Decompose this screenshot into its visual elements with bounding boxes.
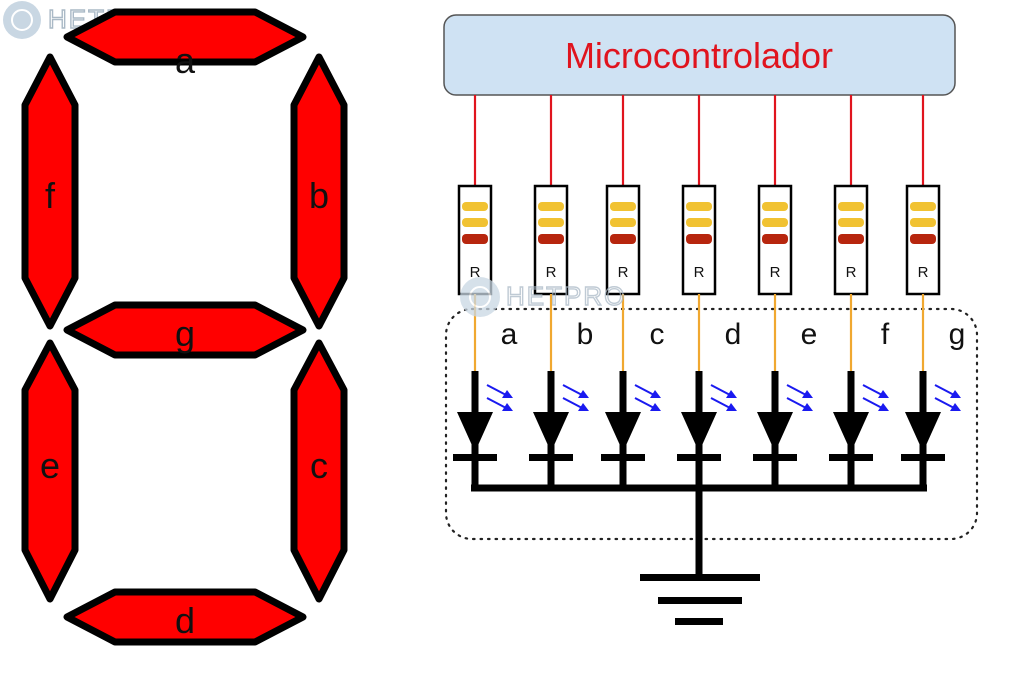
resistor-band	[910, 234, 936, 244]
resistor-band	[686, 218, 712, 227]
segment-label: a	[175, 40, 196, 81]
segment-g: g	[63, 301, 307, 359]
led-diode-icon	[753, 371, 797, 490]
resistor: R	[533, 184, 569, 296]
gear-logo-icon	[3, 1, 41, 39]
light-emission-arrows-icon	[786, 384, 813, 411]
resistor: R	[833, 184, 869, 296]
segment-label: b	[309, 175, 329, 216]
pin-label: e	[801, 318, 818, 351]
light-emission-arrows-icon	[862, 384, 889, 411]
channel-f: Rf	[829, 95, 890, 490]
resistor-label: R	[846, 264, 857, 281]
pin-label: g	[949, 318, 966, 351]
resistor-label: R	[470, 264, 481, 281]
resistor-band	[838, 202, 864, 211]
resistor-band	[538, 218, 564, 227]
resistor-band	[762, 202, 788, 211]
led-diode-icon	[453, 371, 497, 490]
resistor: R	[757, 184, 793, 296]
led-diode-icon	[901, 371, 945, 490]
light-emission-arrows-icon	[486, 384, 513, 411]
led-diode-icon	[677, 371, 721, 490]
segment-b: b	[290, 53, 348, 330]
segment-d: d	[63, 588, 307, 646]
channel-b: Rb	[529, 95, 593, 490]
light-emission-arrows-icon	[710, 384, 737, 411]
led-diode-icon	[829, 371, 873, 490]
led-diode-icon	[601, 371, 645, 490]
microcontroller-label: Microcontrolador	[565, 35, 833, 76]
resistor-band	[910, 218, 936, 227]
resistor: R	[681, 184, 717, 296]
resistor-band	[610, 202, 636, 211]
resistor-band	[686, 234, 712, 244]
light-emission-arrows-icon	[634, 384, 661, 411]
segment-e: e	[21, 339, 79, 603]
segment-label: e	[40, 445, 60, 486]
display-enclosure	[444, 307, 979, 541]
resistor-band	[686, 202, 712, 211]
resistor-band	[610, 234, 636, 244]
resistor: R	[605, 184, 641, 296]
segment-shape	[290, 339, 348, 603]
resistor-band	[838, 234, 864, 244]
resistor-band	[762, 218, 788, 227]
seven-segment-display: a b c d e f g	[21, 8, 348, 646]
resistor-label: R	[694, 264, 705, 281]
pin-label: f	[881, 318, 890, 351]
channel-c: Rc	[601, 95, 665, 490]
segment-a: a	[63, 8, 307, 81]
segment-shape	[21, 53, 79, 330]
resistor-label: R	[618, 264, 629, 281]
resistor-band	[538, 202, 564, 211]
pin-label: c	[650, 318, 665, 351]
segment-shape	[63, 301, 307, 359]
light-emission-arrows-icon	[934, 384, 961, 411]
segment-shape	[21, 339, 79, 603]
pin-label: d	[725, 318, 742, 351]
pin-label: b	[577, 318, 594, 351]
resistor-label: R	[770, 264, 781, 281]
watermark-overlay: HETPRO	[460, 277, 626, 317]
light-emission-arrows-icon	[562, 384, 589, 411]
resistor-label: R	[546, 264, 557, 281]
resistor-band	[462, 202, 488, 211]
channel-a: Ra	[453, 95, 518, 490]
segment-c: c	[290, 339, 348, 603]
segment-shape	[290, 53, 348, 330]
segment-shape	[63, 588, 307, 646]
gear-logo-icon	[460, 277, 500, 317]
resistor-band	[838, 218, 864, 227]
ground-network	[471, 484, 927, 625]
led-diode-icon	[529, 371, 573, 490]
resistor: R	[905, 184, 941, 296]
channel-e: Re	[753, 95, 817, 490]
ground-icon	[640, 574, 760, 625]
microcontroller-block: Microcontrolador	[443, 14, 956, 96]
resistor-band	[910, 202, 936, 211]
segment-label: c	[310, 445, 328, 486]
segment-label: g	[175, 313, 195, 354]
watermark-text: HETPRO	[506, 281, 626, 311]
segment-label: f	[45, 175, 56, 216]
resistor-band	[462, 234, 488, 244]
segment-shape	[63, 8, 307, 66]
resistor-band	[538, 234, 564, 244]
resistor-band	[610, 218, 636, 227]
resistor-band	[462, 218, 488, 227]
resistor-label: R	[918, 264, 929, 281]
channel-d: Rd	[677, 95, 741, 490]
resistor-band	[762, 234, 788, 244]
segment-label: d	[175, 600, 195, 641]
segment-f: f	[21, 53, 79, 330]
channel-g: Rg	[901, 95, 965, 490]
pin-label: a	[501, 318, 518, 351]
